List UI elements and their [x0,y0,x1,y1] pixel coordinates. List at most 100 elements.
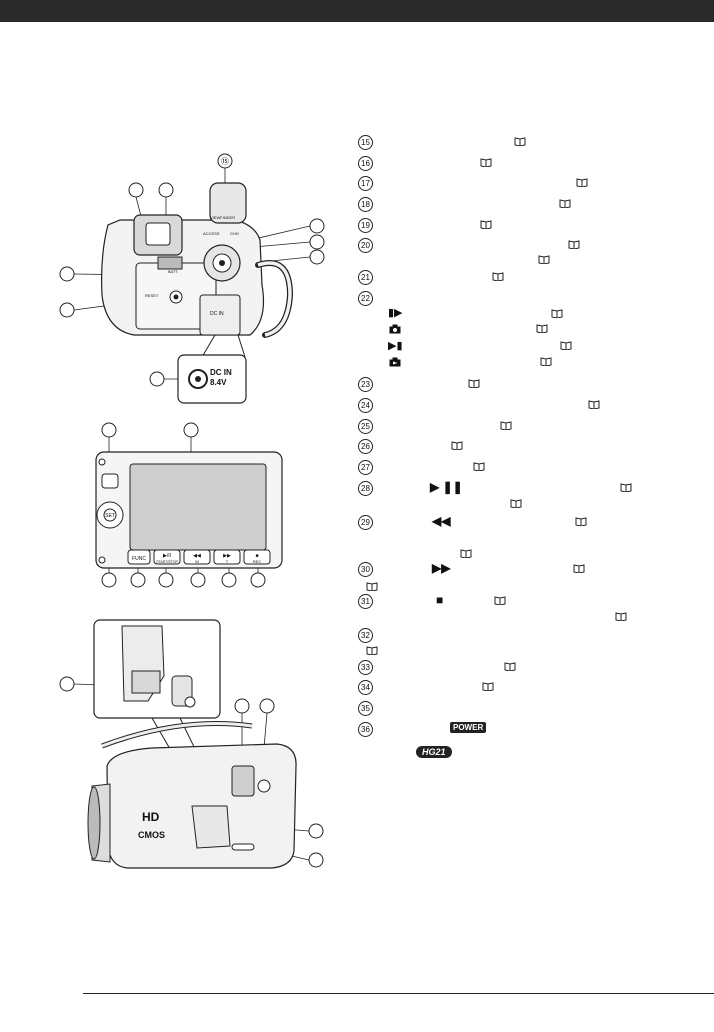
book-icon [573,563,585,573]
lcd-panel-illustration: SET FUNC ▶/II START/STOP ◀◀ W ▶▶ T ■ REC [88,418,288,590]
callout-row: 27 [358,459,708,481]
book-icon [468,379,480,389]
callout-number: 34 [358,680,373,696]
callout-row: 34 [358,680,708,701]
book-icon [500,420,512,430]
book-icon [504,661,516,671]
callout-number: 31 [358,593,373,609]
callout-row: 20 [358,238,708,270]
fast-forward-icon: ▶▶ [432,560,451,575]
callout-number: 18 [358,197,373,213]
callout-row: 22 ▮▶ ▶▮ [358,291,708,377]
book-icon [480,158,492,167]
book-icon [551,309,563,319]
callout-row: 24 [358,397,708,419]
callout-list: 15 16 17 18 19 20 21 22 ▮▶ ▶▮ [358,135,708,762]
batt-label: BATT. [168,269,179,274]
callout-number: 26 [358,439,373,455]
power-badge: POWER [450,721,487,733]
rewind-button-label: ◀◀ [193,553,201,559]
dc-in-label: DC IN [210,368,232,377]
book-icon [492,272,504,282]
model-badge: HG21 [416,745,452,758]
book-icon [482,682,494,692]
book-icon [366,581,378,591]
page-footer-rule [83,993,714,994]
book-icon [560,341,572,351]
book-icon [536,324,548,334]
callout-number: 24 [358,397,373,413]
book-icon [473,462,485,471]
callout-row: 33 [358,659,708,681]
w-sublabel: W [195,559,199,564]
set-label: SET [105,513,115,519]
callout-number: 16 [358,155,373,171]
book-icon [576,178,588,188]
callout-row: 21 [358,270,708,291]
book-icon [510,498,522,508]
callout-number: 29 [358,514,373,530]
hd-logo: HD [142,810,160,824]
page-header-bar [0,0,714,22]
callout-row: 23 [358,377,708,398]
func-button-label: FUNC [132,556,146,562]
cmos-label: CMOS [138,830,165,840]
dc-voltage-label: 8.4V [210,378,227,387]
callout-number: 19 [358,217,373,233]
book-icon [538,255,550,265]
playback-icon: ▶▮ [388,340,403,353]
t-sublabel: T [226,559,229,564]
callout-row: 17 [358,176,708,197]
book-icon [575,516,587,526]
callout-row: 31 ■ [358,592,708,628]
callout-number: 27 [358,459,373,475]
callout-row: 29 ◀◀ [358,513,708,562]
callout-number: 33 [358,659,373,675]
callout-number: 21 [358,270,373,286]
callout-row: 28 ▶ ❚❚ [358,479,708,515]
viewfinder-label: VIEWFINDER [210,215,235,220]
rewind-icon: ◀◀ [432,513,451,528]
play-pause-button-label: ▶/II [163,553,171,559]
book-icon [514,137,526,146]
chg-label: CHG [230,231,239,236]
callout-number: 25 [358,418,373,434]
callout-number: 23 [358,377,373,393]
rec-sublabel: REC [253,559,262,564]
callout-number: 30 [358,561,373,577]
photo-playback-icon [389,357,401,367]
book-icon [366,645,378,655]
callout-row: 15 [358,135,708,156]
access-label: ACCESS [203,231,220,236]
callout-row: 25 [358,418,708,440]
callout-number: 15 [358,135,373,150]
book-icon [615,611,627,621]
callout-row: 36 POWER HG21 [358,721,708,762]
fast-forward-button-label: ▶▶ [223,553,231,559]
callout-number: 17 [358,176,373,192]
book-icon [620,482,632,492]
camcorder-rear-illustration: ⑮ VIEWFINDER A [50,145,340,410]
book-icon [480,220,492,229]
book-icon [451,441,463,451]
callout-row: 32 [358,627,708,660]
callout-number: 32 [358,627,373,643]
callout-number: 28 [358,480,373,496]
dc-in-door-label: DC IN [210,311,224,317]
callout-15: ⑮ [221,157,229,166]
callout-row: 19 [358,217,708,239]
play-pause-icon: ▶ ❚❚ [430,479,463,494]
callout-number: 36 [358,721,373,737]
callout-row: 30 ▶▶ [358,560,708,594]
callout-number: 22 [358,291,373,307]
callout-row: 26 [358,439,708,460]
callout-number: 35 [358,700,373,716]
camcorder-side-illustration: HD CMOS [52,616,342,888]
callout-row: 16 [358,155,708,177]
book-icon [540,357,552,367]
book-icon [559,199,571,209]
callout-number: 20 [358,238,373,254]
stop-icon: ■ [436,592,444,607]
start-stop-sublabel: START/STOP [156,560,178,564]
callout-row: 18 [358,197,708,218]
